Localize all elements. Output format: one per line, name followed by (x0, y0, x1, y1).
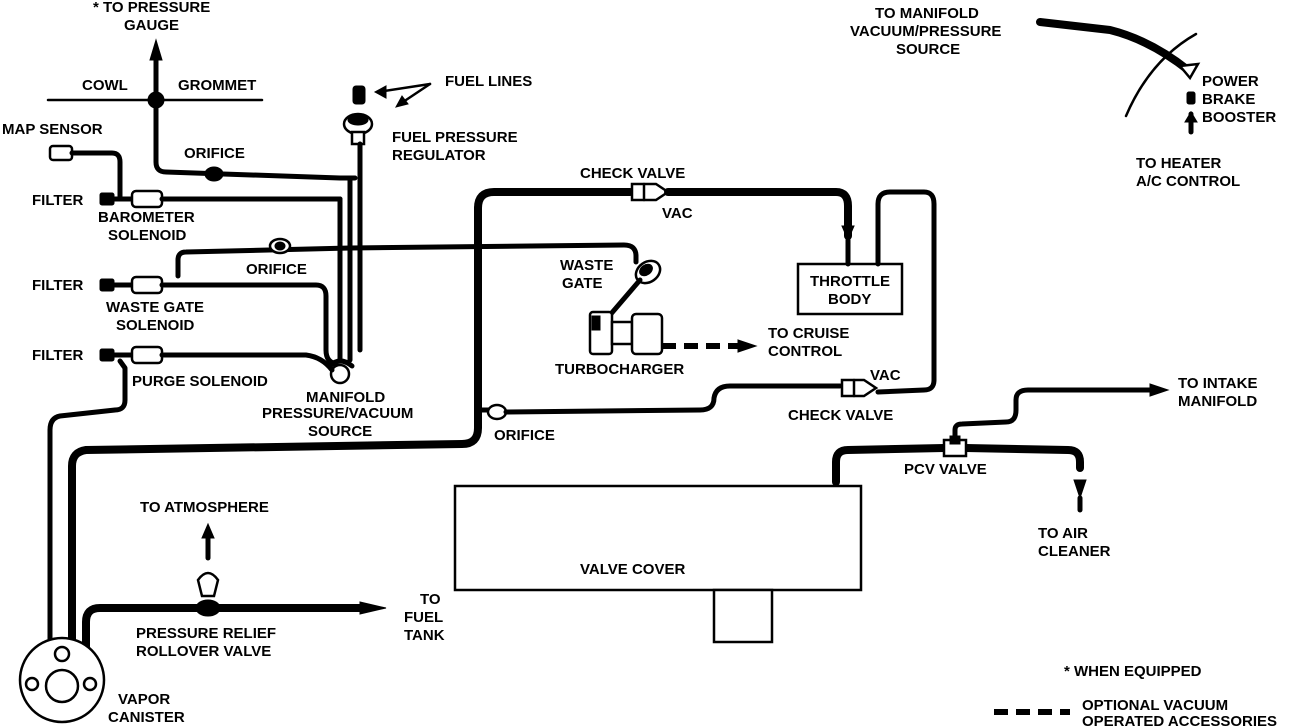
label-manifold-source-3: SOURCE (308, 423, 372, 440)
label-to-intake-manifold: TO INTAKE (1178, 375, 1257, 392)
label-filter-2: FILTER (32, 277, 84, 294)
label-to-pressure-gauge-2: GAUGE (124, 17, 179, 34)
label-pressure-relief: PRESSURE RELIEF (136, 625, 276, 642)
label-to-air-cleaner: TO AIR (1038, 525, 1088, 542)
label-barometer-solenoid-2: SOLENOID (108, 227, 187, 244)
label-to-pressure-gauge: * TO PRESSURE (93, 0, 210, 16)
label-vapor-canister-2: CANISTER (108, 709, 185, 726)
power-brake-booster (1036, 18, 1201, 135)
pcv-system (832, 383, 1170, 513)
label-orifice-bottom: ORIFICE (494, 427, 555, 444)
label-filter-1: FILTER (32, 192, 84, 209)
purge-solenoid-row (47, 345, 335, 653)
label-optional-accessories: OPTIONAL VACUUM (1082, 697, 1228, 714)
label-vapor-canister: VAPOR (118, 691, 170, 708)
label-fuel-lines: FUEL LINES (445, 73, 532, 90)
label-valve-cover: VALVE COVER (580, 561, 685, 578)
label-waste-gate-2: GATE (562, 275, 603, 292)
label-manifold-source: MANIFOLD (306, 389, 385, 406)
label-vac-bottom: VAC (870, 367, 901, 384)
label-manifold-source-2: PRESSURE/VACUUM (262, 405, 413, 422)
label-pressure-relief-2: ROLLOVER VALVE (136, 643, 271, 660)
label-waste-gate-solenoid-2: SOLENOID (116, 317, 195, 334)
label-grommet: GROMMET (178, 77, 256, 94)
label-purge-solenoid: PURGE SOLENOID (132, 373, 268, 390)
check-valve-bottom (840, 378, 879, 398)
vapor-canister (18, 636, 106, 724)
label-when-equipped: * WHEN EQUIPPED (1064, 663, 1202, 680)
label-throttle-body: THROTTLE (810, 273, 890, 290)
map-sensor (48, 144, 123, 201)
label-to-heater: TO HEATER (1136, 155, 1221, 172)
waste-gate-solenoid-row (99, 275, 339, 367)
label-turbocharger: TURBOCHARGER (555, 361, 684, 378)
label-throttle-body-2: BODY (828, 291, 871, 308)
valve-cover (453, 484, 863, 644)
rollover-valve (82, 522, 387, 656)
label-to-manifold-source-2: VACUUM/PRESSURE (850, 23, 1001, 40)
label-to-cruise-control: TO CRUISE (768, 325, 849, 342)
label-map-sensor: MAP SENSOR (2, 121, 103, 138)
label-pcv-valve: PCV VALVE (904, 461, 987, 478)
label-check-valve-top: CHECK VALVE (580, 165, 685, 182)
label-power-brake-booster-3: BOOSTER (1202, 109, 1276, 126)
label-cowl: COWL (82, 77, 128, 94)
label-to-fuel-tank-3: TANK (404, 627, 445, 644)
label-to-cruise-control-2: CONTROL (768, 343, 842, 360)
label-orifice-top: ORIFICE (184, 145, 245, 162)
label-optional-accessories-2: OPERATED ACCESSORIES (1082, 713, 1277, 728)
barometer-solenoid-row (99, 189, 343, 209)
label-filter-3: FILTER (32, 347, 84, 364)
label-power-brake-booster: POWER (1202, 73, 1259, 90)
label-to-fuel-tank-2: FUEL (404, 609, 443, 626)
turbocharger-assembly (588, 259, 758, 356)
throttle-body (796, 189, 937, 395)
label-to-intake-manifold-2: MANIFOLD (1178, 393, 1257, 410)
grommet-line (153, 97, 358, 182)
label-fuel-pressure-regulator-2: REGULATOR (392, 147, 486, 164)
check-valve-top (630, 182, 855, 242)
label-fuel-pressure-regulator: FUEL PRESSURE (392, 129, 518, 146)
waste-gate-signal-line (175, 237, 639, 279)
label-orifice-mid: ORIFICE (246, 261, 307, 278)
label-waste-gate: WASTE (560, 257, 613, 274)
label-power-brake-booster-2: BRAKE (1202, 91, 1255, 108)
label-to-heater-2: A/C CONTROL (1136, 173, 1240, 190)
fuel-pressure-regulator (342, 82, 432, 146)
label-check-valve-bottom: CHECK VALVE (788, 407, 893, 424)
label-to-manifold-source: TO MANIFOLD (875, 5, 979, 22)
label-to-air-cleaner-2: CLEANER (1038, 543, 1111, 560)
label-vac-top: VAC (662, 205, 693, 222)
label-waste-gate-solenoid: WASTE GATE (106, 299, 204, 316)
label-barometer-solenoid: BAROMETER (98, 209, 195, 226)
label-to-atmosphere: TO ATMOSPHERE (140, 499, 269, 516)
main-canister-line (68, 188, 843, 659)
label-to-fuel-tank: TO (420, 591, 441, 608)
label-to-manifold-source-3: SOURCE (896, 41, 960, 58)
